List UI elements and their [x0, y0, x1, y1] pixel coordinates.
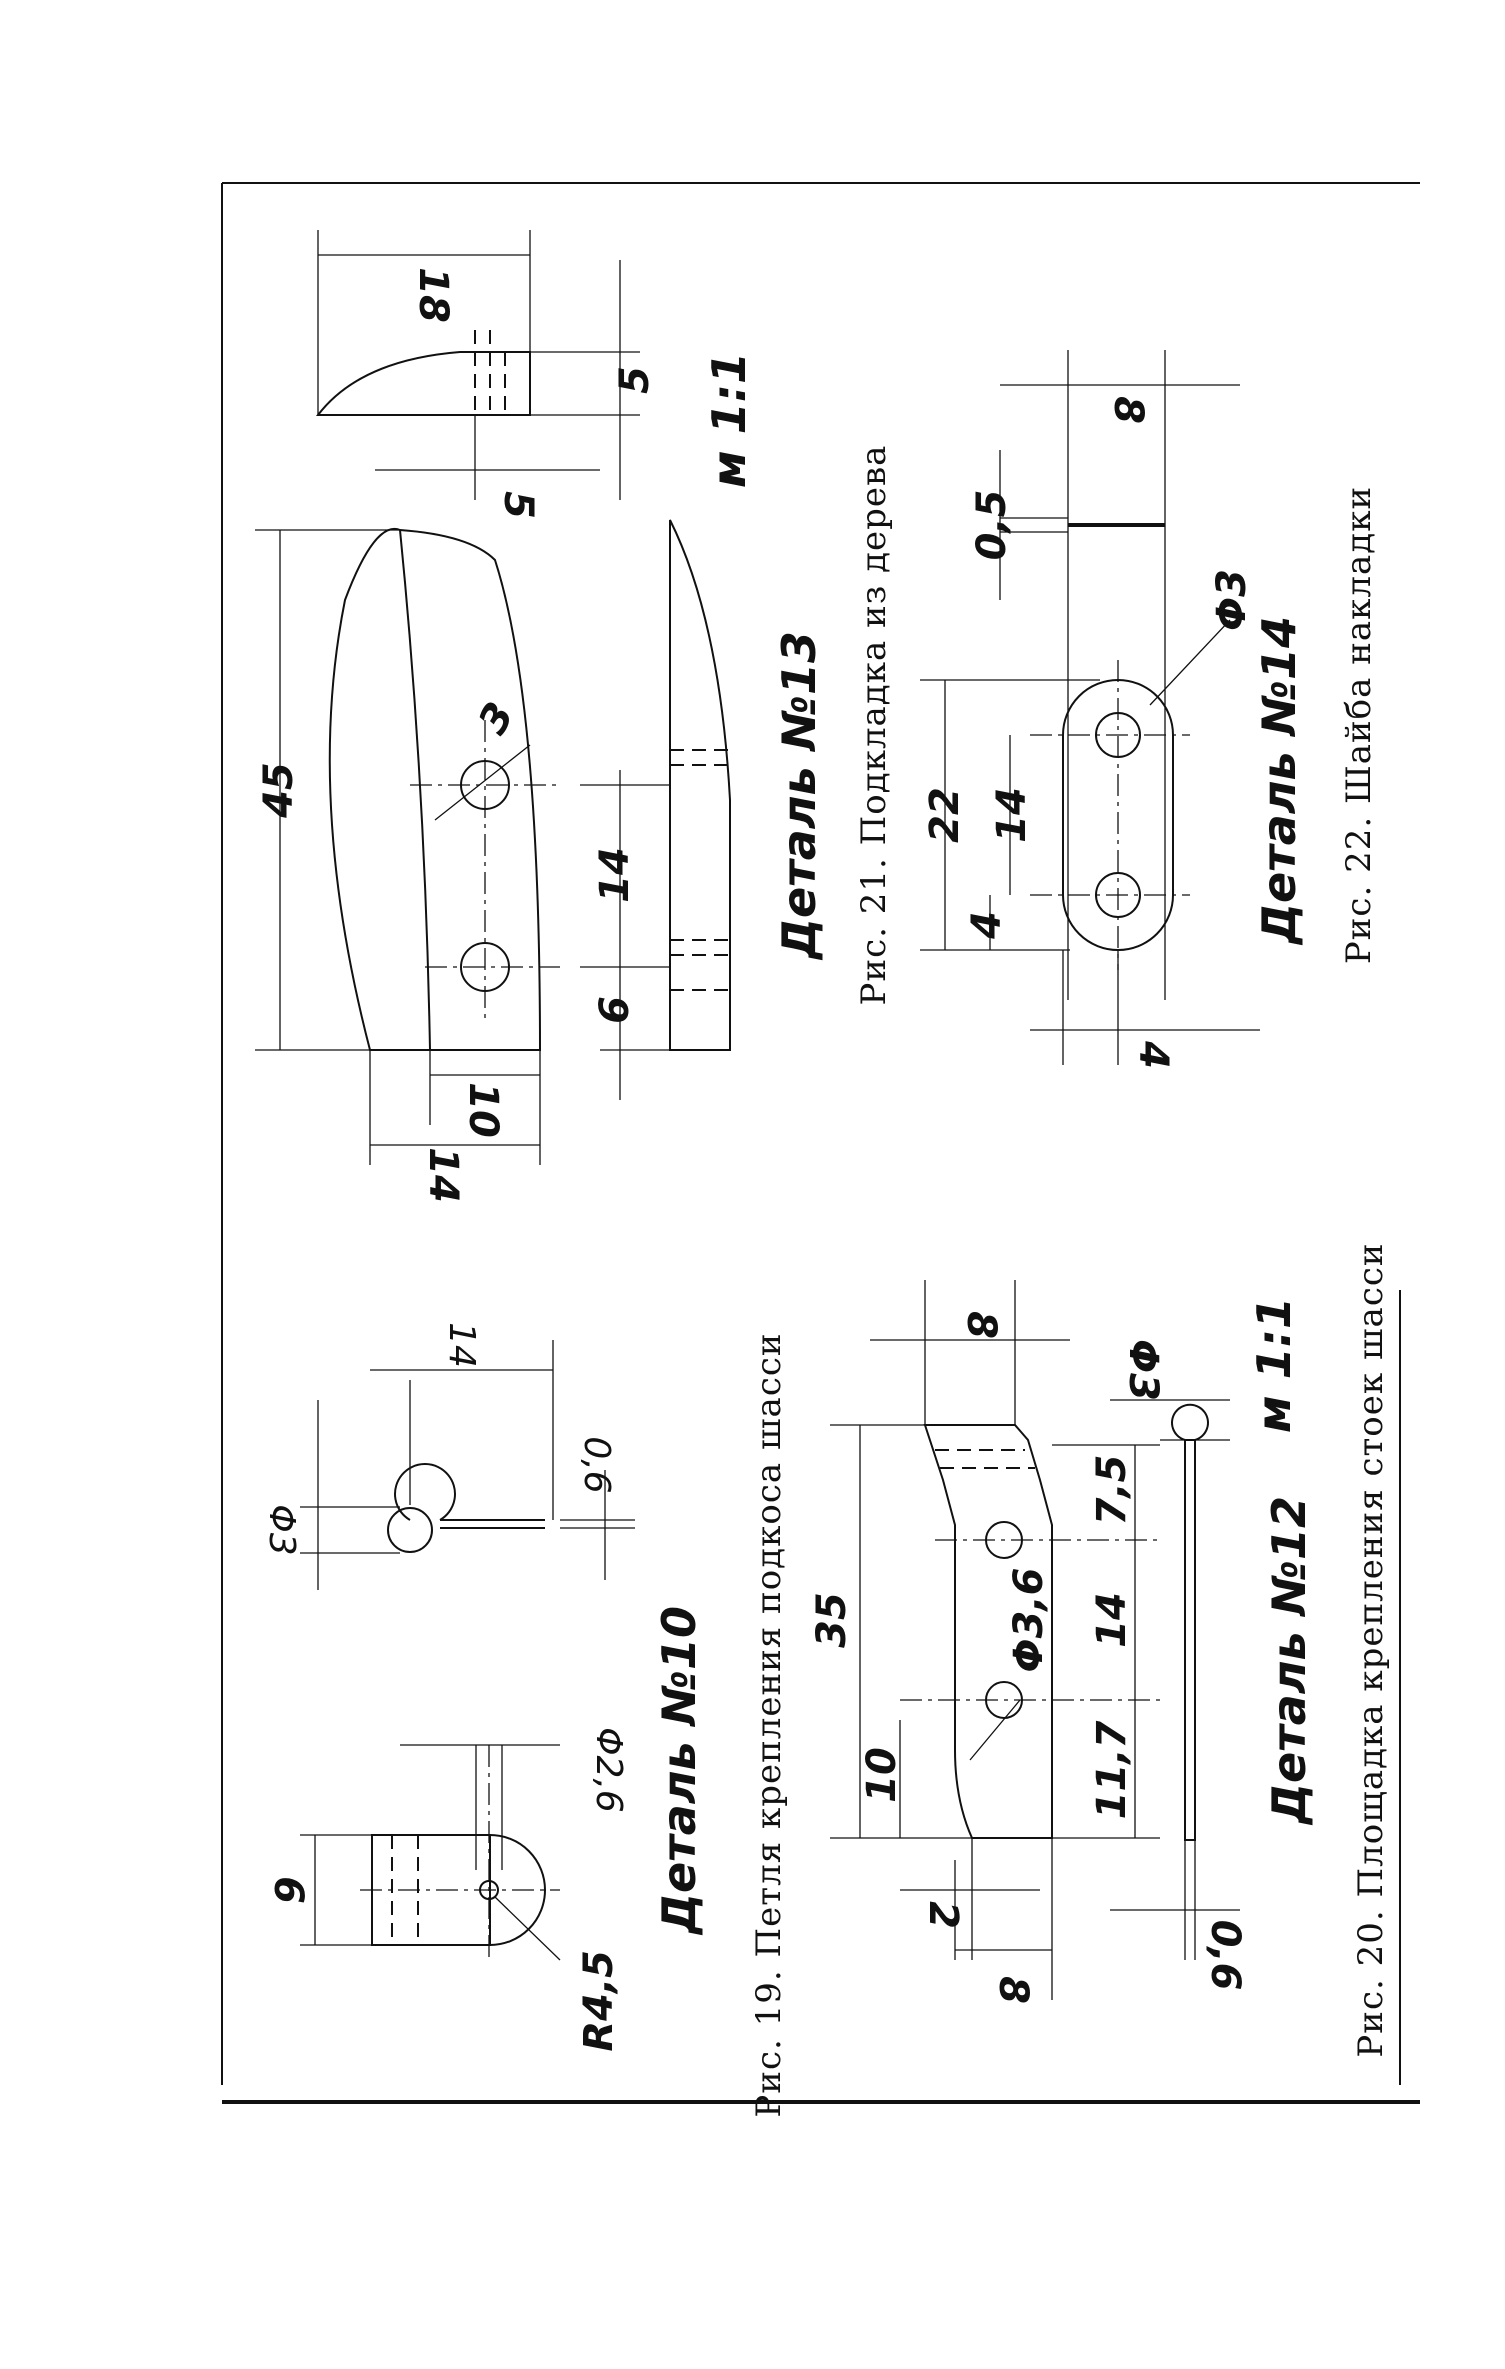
d13-dim-5a: 5	[612, 366, 658, 394]
d12-side-strip	[1184, 1439, 1196, 1841]
d13-wedge-outline	[669, 519, 731, 1051]
d12-dim-phi36: Φ3,6	[1006, 1568, 1052, 1673]
d13-dim-3: 3	[470, 695, 524, 742]
d10-side-loop	[394, 1463, 545, 1529]
fig21-caption: Рис. 21. Подкладка из дерева	[854, 445, 894, 1006]
d12-dim-14: 14	[1089, 1592, 1135, 1648]
d13-fold-line	[399, 529, 431, 1051]
d12-side-curl	[1171, 1403, 1209, 1441]
d12-dim-06: 0,6	[1202, 1920, 1248, 1991]
d10-leader-r	[494, 1896, 561, 1961]
d14-dim-05: 0,5	[969, 490, 1015, 561]
fig22-caption: Рис. 22. Шайба накладки	[1339, 486, 1379, 964]
d10-dim-phi26: Φ2,6	[588, 1727, 629, 1813]
d12-dim-8b: 8	[990, 1976, 1036, 2004]
d13-dim-5b: 5	[495, 491, 541, 519]
d12-plate-outline	[923, 1424, 1053, 1839]
d14-dim-4b: 4	[1130, 1040, 1176, 1069]
fig19-detail-label: Деталь №10	[652, 1606, 706, 1936]
d13-top-wedge	[315, 351, 531, 416]
d12-dim-2: 2	[920, 1901, 966, 1929]
d12-dim-phi3: Φ3	[1120, 1339, 1166, 1401]
d10-round-end	[489, 1834, 546, 1946]
d10-dim-r45: R4,5	[576, 1950, 622, 2052]
d13-dim-14: 14	[592, 847, 638, 903]
fig21-detail13: 45 3 10 14 14 6 18	[255, 230, 894, 1203]
d14-dim-phi3: Φ3	[1209, 569, 1255, 631]
d10-dim-phi3: Φ3	[261, 1504, 302, 1555]
fig20-detail12: 8 35 10 2 8 11,7 14 7,5 Φ3,6 Φ3	[809, 1242, 1391, 2057]
d10-side-loop-hole	[387, 1507, 433, 1553]
fig20-caption: Рис. 20. Площадка крепления стоек шасси	[1351, 1242, 1391, 2057]
d14-dim-14: 14	[989, 787, 1035, 843]
d14-dim-22: 22	[922, 787, 968, 843]
d12-dim-10: 10	[859, 1747, 905, 1803]
d13-dim-14b: 14	[420, 1147, 466, 1203]
d10-dim-6: 6	[265, 1876, 311, 1904]
fig21-scale: м 1:1	[702, 352, 756, 488]
fig19-caption: Рис. 19. Петля крепления подкоса шасси	[749, 1332, 789, 2117]
d12-leader-phi36	[969, 1699, 1021, 1761]
d13-dim-6: 6	[592, 996, 638, 1024]
d13-dim-18: 18	[410, 267, 456, 323]
d13-leader-3	[434, 744, 531, 821]
fig22-detail14: 22 14 4 4 Φ3 8 0,5 Деталь №14 Рис. 22. Ш…	[920, 350, 1379, 1069]
d13-dim-10: 10	[460, 1082, 506, 1138]
fig20-detail-label: Деталь №12	[1262, 1496, 1316, 1826]
d12-dim-117: 11,7	[1089, 1720, 1135, 1819]
fig21-detail-label: Деталь №13	[772, 631, 826, 961]
d10-dim-14: 14	[441, 1322, 482, 1368]
d12-dim-75: 7,5	[1089, 1455, 1135, 1526]
d12-dim-8a: 8	[958, 1311, 1004, 1339]
d14-dim-4a: 4	[964, 911, 1010, 940]
d14-dim-8: 8	[1105, 396, 1151, 424]
d10-dim-06: 0,6	[576, 1436, 617, 1493]
fig20-scale: м 1:1	[1247, 1297, 1301, 1433]
fig22-detail-label: Деталь №14	[1252, 616, 1306, 946]
d13-dim-45: 45	[256, 762, 302, 819]
d14-leader-phi3	[1149, 619, 1231, 706]
fig19-detail10: 6 R4,5 Φ2,6 14 Φ3 0,6 Деталь №10 Рис. 19…	[261, 1322, 789, 2117]
d12-dim-35: 35	[809, 1592, 855, 1648]
